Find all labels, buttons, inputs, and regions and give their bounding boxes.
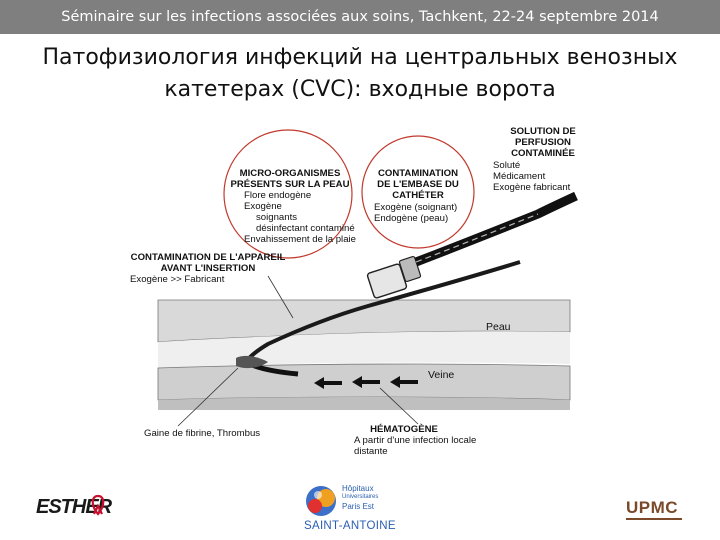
skin-flora-circle — [223, 129, 353, 259]
slide-title-line-2: катетерах (CVC): входные ворота — [164, 77, 556, 102]
appareil-title-2: AVANT L'INSERTION — [160, 263, 256, 274]
hematogene-leader-line — [379, 387, 419, 425]
seminar-banner: Séminaire sur les infections associées a… — [0, 0, 720, 34]
micro-item-flore: Flore endogène — [244, 190, 312, 201]
micro-items: Flore endogène Exogène soignants désinfe… — [244, 190, 356, 245]
solution-item-exogene: Exogène fabricant — [493, 182, 571, 193]
solution-title: SOLUTION DE PERFUSION CONTAMINÉE — [502, 126, 584, 159]
micro-item-envahissement: Envahissement de la plaie — [244, 234, 356, 245]
micro-item-exogene: Exogène — [244, 201, 282, 212]
embase-items: Exogène (soignant) Endogène (peau) — [374, 202, 457, 224]
micro-item-soignants: soignants — [256, 212, 298, 223]
slide-title: Патофизиология инфекций на центральных в… — [0, 42, 720, 106]
fibrin-sheath — [236, 355, 268, 369]
solution-title-1: SOLUTION DE — [510, 126, 576, 137]
appareil-leader-line — [267, 275, 294, 319]
hematogene-line-2: distante — [354, 446, 388, 457]
solution-item-medicament: Médicament — [493, 171, 546, 182]
solution-item-solute: Soluté — [493, 160, 521, 171]
saint-antoine-logo: Hôpitaux Universitaires Paris Est SAINT-… — [304, 482, 414, 538]
esther-logo: ESTHER — [36, 492, 112, 522]
micro-item-desinfectant: désinfectant contaminé — [256, 223, 355, 234]
embase-title-3: CATHÉTER — [392, 190, 444, 201]
diagram-drawing — [157, 129, 578, 427]
hub-contamination-circle — [361, 135, 475, 249]
footer-logos: ESTHER Hôpitaux Universitaires Paris Est… — [0, 478, 720, 540]
catheter-tube — [244, 260, 521, 364]
solution-title-3: CONTAMINÉE — [511, 148, 575, 159]
embase-title-1: CONTAMINATION — [377, 168, 459, 179]
hopitaux-line-2: Universitaires — [342, 494, 379, 500]
fibrin-leader-line — [177, 367, 239, 427]
upmc-logo-text: UPMC — [626, 498, 679, 517]
slide-title-line-1: Патофизиология инфекций на центральных в… — [42, 45, 678, 70]
hematogene-title: HÉMATOGÈNE — [370, 424, 438, 435]
embase-item-endogene: Endogène (peau) — [374, 213, 449, 224]
upmc-logo: UPMC — [626, 498, 686, 522]
saint-antoine-text: SAINT-ANTOINE — [304, 520, 396, 532]
esther-ribbon-icon — [91, 494, 105, 516]
hematogene-block: HÉMATOGÈNE A partir d'une infection loca… — [354, 424, 476, 457]
solution-items: Soluté Médicament Exogène fabricant — [493, 160, 570, 193]
vein-wall-lower — [158, 397, 570, 410]
vein-label: Veine — [428, 369, 455, 381]
hopitaux-line-3: Paris Est — [342, 502, 375, 511]
hopitaux-text: Hôpitaux Universitaires Paris Est — [342, 484, 378, 511]
embase-item-exogene: Exogène (soignant) — [374, 202, 458, 213]
micro-title-1: MICRO-ORGANISMES — [239, 168, 341, 179]
cvc-infection-diagram: SOLUTION DE PERFUSION CONTAMINÉE Soluté … — [118, 118, 588, 470]
micro-title-2: PRÉSENTS SUR LA PEAU — [230, 179, 350, 190]
hopitaux-line-1: Hôpitaux — [342, 484, 374, 493]
embase-title: CONTAMINATION DE L'EMBASE DU CATHÉTER — [372, 168, 464, 201]
micro-title: MICRO-ORGANISMES PRÉSENTS SUR LA PEAU — [228, 168, 352, 190]
solution-title-2: PERFUSION — [515, 137, 571, 148]
catheter-hub-cap — [398, 255, 422, 283]
skin-label: Peau — [486, 321, 511, 333]
infusion-line-highlight — [415, 213, 539, 263]
hopitaux-globe-icon — [306, 486, 336, 516]
appareil-item: Exogène >> Fabricant — [130, 274, 225, 285]
hematogene-line-1: A partir d'une infection locale — [354, 435, 477, 446]
upmc-underline — [626, 518, 682, 520]
fibrin-label: Gaine de fibrine, Thrombus — [144, 428, 261, 439]
embase-title-2: DE L'EMBASE DU — [377, 179, 459, 190]
appareil-title: CONTAMINATION DE L'APPAREIL AVANT L'INSE… — [128, 252, 288, 274]
appareil-title-1: CONTAMINATION DE L'APPAREIL — [130, 252, 286, 263]
blood-flow-arrows — [314, 376, 418, 389]
